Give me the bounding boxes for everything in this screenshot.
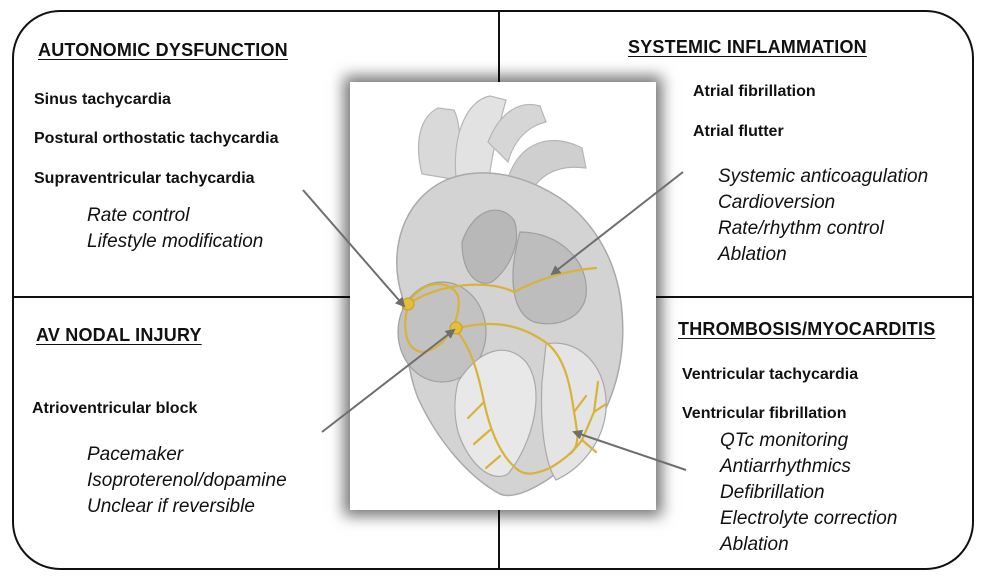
thrombosis-arrow xyxy=(574,432,686,470)
inflammation-arrow xyxy=(552,172,683,274)
autonomic-arrow xyxy=(303,190,404,306)
av-nodal-arrow xyxy=(322,330,454,432)
